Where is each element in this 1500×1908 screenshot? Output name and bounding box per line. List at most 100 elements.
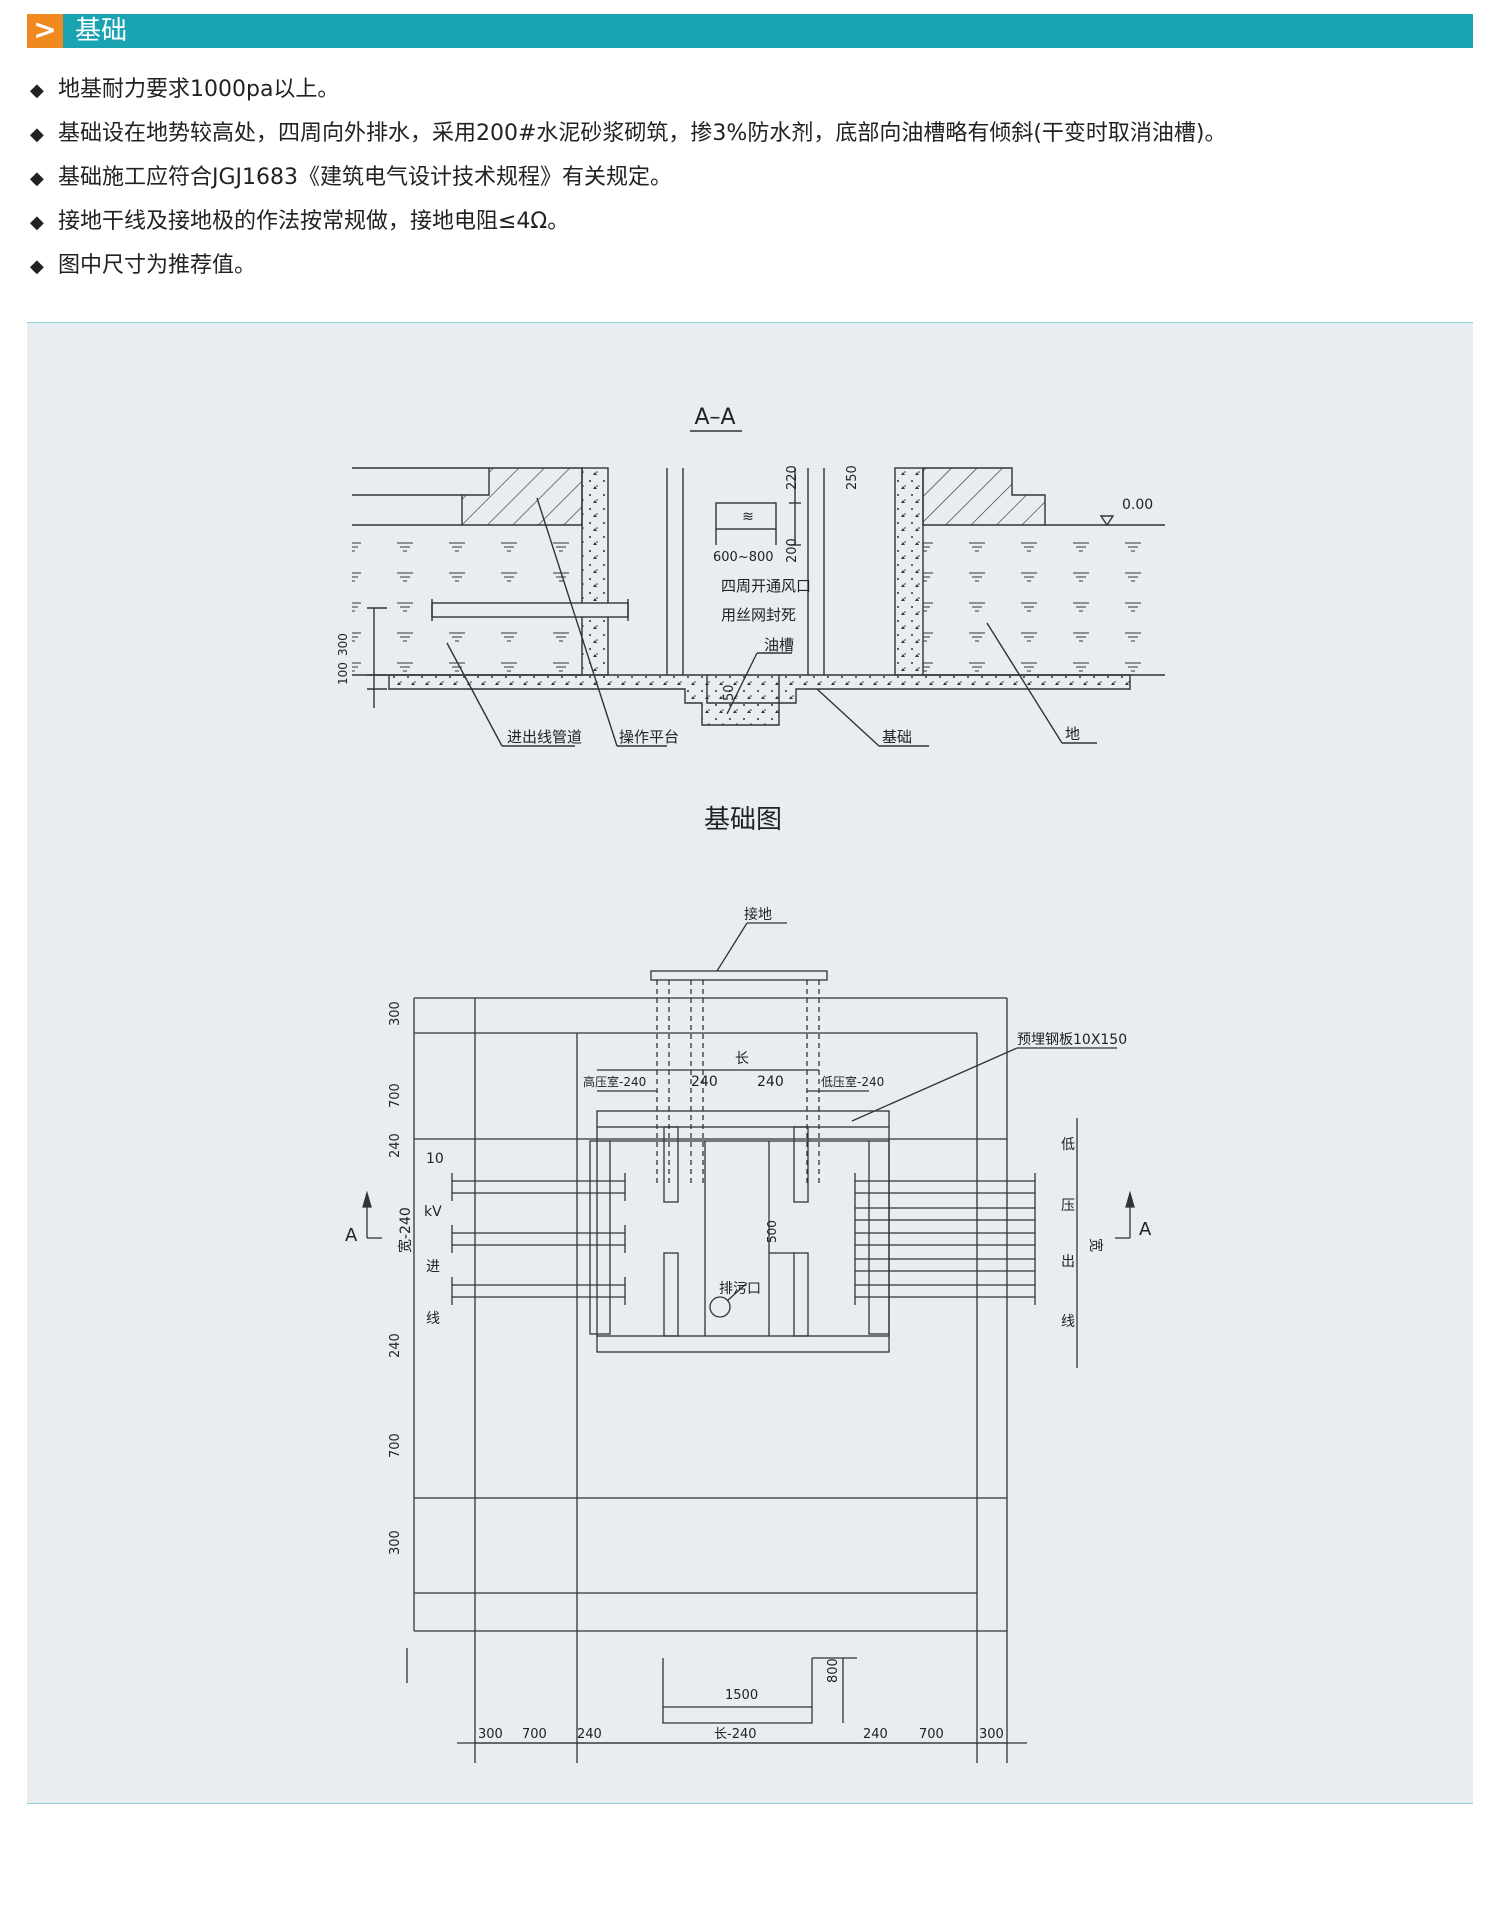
section-title: A–A bbox=[694, 405, 735, 430]
bottom-wall bbox=[596, 1335, 890, 1353]
note-text: 图中尺寸为推荐值。 bbox=[58, 253, 257, 278]
section-mark-left: A bbox=[345, 1225, 358, 1246]
right-platform bbox=[922, 467, 1046, 526]
foundation-slab bbox=[388, 674, 1131, 726]
platform-leader bbox=[536, 497, 618, 747]
left-wall bbox=[581, 467, 609, 676]
list-item: ◆ 基础施工应符合JGJ1683《建筑电气设计技术规程》有关规定。 bbox=[30, 156, 1470, 200]
note-text: 地基耐力要求1000pa以上。 bbox=[58, 77, 340, 102]
diamond-bullet-icon: ◆ bbox=[30, 256, 44, 277]
list-item: ◆ 地基耐力要求1000pa以上。 bbox=[30, 68, 1470, 112]
mesh-note: 用丝网封死 bbox=[721, 606, 796, 624]
pillar bbox=[793, 1126, 809, 1203]
dim-length-240: 长-240 bbox=[714, 1727, 757, 1742]
grounding-bar bbox=[650, 970, 828, 981]
lv-pipes bbox=[854, 1173, 1036, 1305]
steel-plate-label: 预埋钢板10X150 bbox=[1017, 1032, 1127, 1048]
width-label: 宽-240 bbox=[397, 1207, 414, 1253]
dim-800: 800 bbox=[826, 1658, 841, 1683]
pillar bbox=[793, 1252, 809, 1337]
top-wall bbox=[596, 1110, 890, 1128]
level-mark-icon bbox=[1099, 515, 1115, 527]
drain-outlet bbox=[709, 1296, 731, 1318]
vent-opening bbox=[715, 502, 777, 530]
dim-250: 250 bbox=[845, 465, 860, 490]
hv-label: 10 bbox=[426, 1151, 444, 1167]
left-wall bbox=[589, 1140, 611, 1335]
vent-mesh-icon: ≋ bbox=[742, 509, 754, 525]
note-text: 基础施工应符合JGJ1683《建筑电气设计技术规程》有关规定。 bbox=[58, 165, 673, 190]
dim-240: 240 bbox=[577, 1727, 602, 1742]
drawing-panel: A–A ≋ bbox=[27, 322, 1473, 1804]
dim-1500: 1500 bbox=[725, 1688, 758, 1703]
dim-100: 100 bbox=[336, 662, 350, 685]
oil-tank-label: 油槽 bbox=[764, 636, 794, 654]
section-caption: 基础图 bbox=[704, 805, 782, 835]
oil-tank-leader bbox=[726, 652, 758, 715]
platform-label: 操作平台 bbox=[619, 728, 679, 746]
dim-220: 220 bbox=[785, 465, 800, 490]
length-label: 长 bbox=[735, 1051, 749, 1067]
list-item: ◆ 图中尺寸为推荐值。 bbox=[30, 244, 1470, 288]
operating-platform bbox=[461, 467, 583, 526]
dim-600-800: 600~800 bbox=[713, 550, 774, 565]
diamond-bullet-icon: ◆ bbox=[30, 124, 44, 145]
dim-700: 700 bbox=[522, 1727, 547, 1742]
chevron-right-icon: > bbox=[27, 14, 63, 48]
ground-leader bbox=[986, 622, 1063, 744]
lv-label: 出 bbox=[1061, 1254, 1075, 1270]
note-text: 接地干线及接地极的作法按常规做，接地电阻≤4Ω。 bbox=[58, 209, 570, 234]
dim-300: 300 bbox=[478, 1727, 503, 1742]
arrow-up-icon bbox=[362, 1190, 372, 1208]
pipe-leader bbox=[446, 642, 503, 747]
section-mark-right: A bbox=[1139, 1219, 1152, 1240]
section-title: 基础 bbox=[75, 16, 128, 46]
dim-700: 700 bbox=[388, 1433, 403, 1458]
right-soil bbox=[923, 525, 1165, 675]
right-wall bbox=[894, 467, 924, 676]
dim-240: 240 bbox=[691, 1074, 718, 1090]
note-text: 基础设在地势较高处，四周向外排水，采用200#水泥砂浆砌筑，掺3%防水剂，底部向… bbox=[58, 121, 1227, 146]
dim-240: 240 bbox=[863, 1727, 888, 1742]
dim-300: 300 bbox=[388, 1530, 403, 1555]
section-view: A–A ≋ bbox=[336, 405, 1165, 747]
width-label: 宽 bbox=[1087, 1238, 1104, 1252]
dim-50: 50 bbox=[722, 684, 737, 701]
dim-240: 240 bbox=[388, 1333, 403, 1358]
hv-label: kV bbox=[424, 1204, 442, 1220]
diamond-bullet-icon: ◆ bbox=[30, 212, 44, 233]
pillar bbox=[663, 1126, 679, 1203]
dim-500: 500 bbox=[765, 1220, 779, 1243]
dim-700: 700 bbox=[388, 1083, 403, 1108]
dim-240: 240 bbox=[757, 1074, 784, 1090]
pipe-label: 进出线管道 bbox=[507, 728, 582, 746]
lv-label: 线 bbox=[1061, 1314, 1075, 1330]
list-item: ◆ 基础设在地势较高处，四周向外排水，采用200#水泥砂浆砌筑，掺3%防水剂，底部… bbox=[30, 112, 1470, 156]
dim-300: 300 bbox=[388, 1001, 403, 1026]
diamond-bullet-icon: ◆ bbox=[30, 168, 44, 189]
hv-room-label: 高压室-240 bbox=[583, 1074, 646, 1089]
list-item: ◆ 接地干线及接地极的作法按常规做，接地电阻≤4Ω。 bbox=[30, 200, 1470, 244]
pillar bbox=[663, 1252, 679, 1337]
ground-level: 0.00 bbox=[1122, 497, 1153, 513]
hv-pipes bbox=[451, 1173, 626, 1305]
left-soil bbox=[352, 525, 582, 675]
lv-label: 低 bbox=[1061, 1137, 1075, 1153]
lv-label: 压 bbox=[1061, 1198, 1075, 1214]
dim-300: 300 bbox=[979, 1727, 1004, 1742]
foundation-drawing: A–A ≋ bbox=[336, 405, 1165, 1763]
foundation-label: 基础 bbox=[882, 728, 912, 746]
hv-label: 进 bbox=[426, 1259, 440, 1275]
lv-room-label: 低压室-240 bbox=[821, 1074, 884, 1089]
grounding-label: 接地 bbox=[744, 906, 772, 923]
ground-label: 地 bbox=[1065, 725, 1080, 743]
dim-700: 700 bbox=[919, 1727, 944, 1742]
vent-note: 四周开通风口 bbox=[721, 577, 811, 595]
section-header: > 基础 bbox=[27, 14, 1473, 48]
diamond-bullet-icon: ◆ bbox=[30, 80, 44, 101]
hv-label: 线 bbox=[426, 1311, 440, 1327]
arrow-up-icon bbox=[1125, 1190, 1135, 1208]
drain-label: 排污口 bbox=[719, 1281, 761, 1297]
dim-240: 240 bbox=[388, 1133, 403, 1158]
dim-300: 300 bbox=[336, 633, 350, 656]
